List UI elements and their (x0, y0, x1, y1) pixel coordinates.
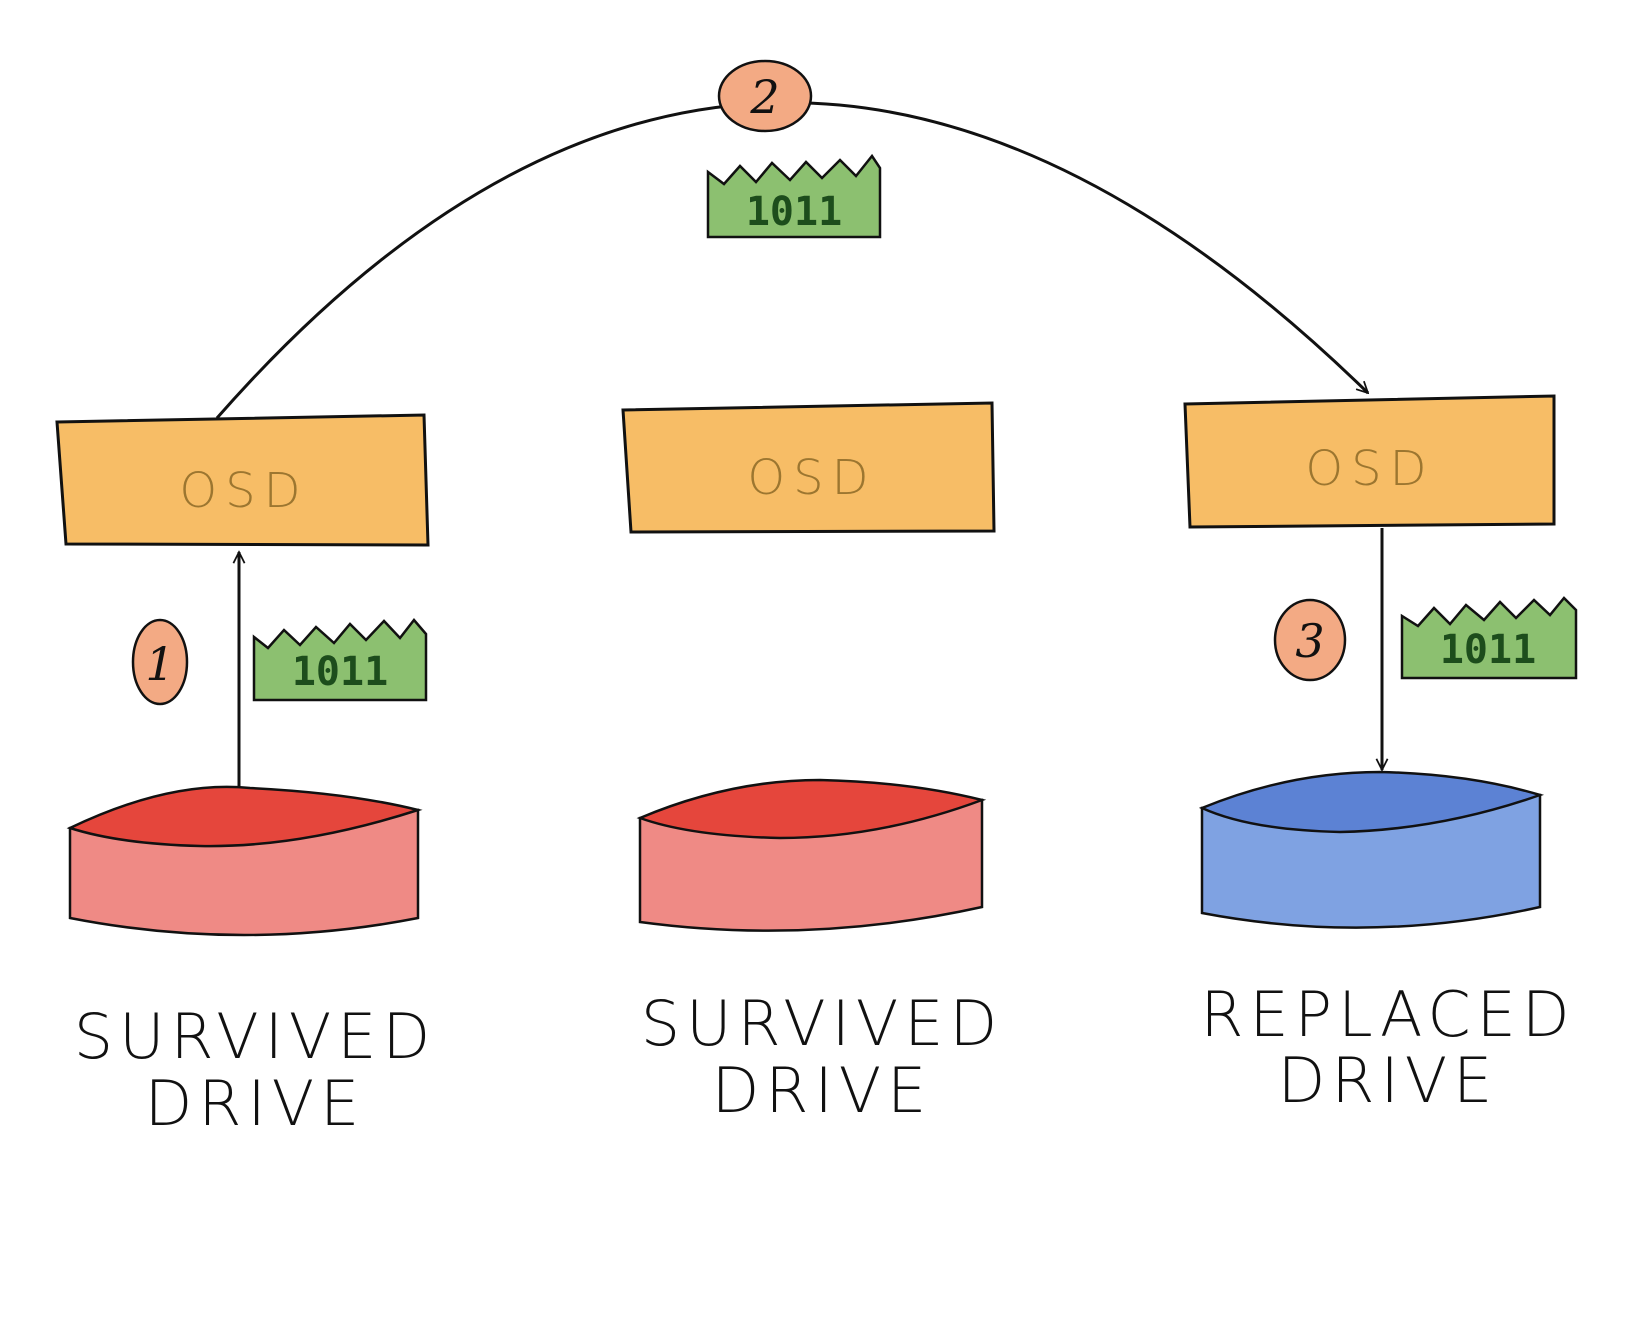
data-chunk-step-3-shape (1400, 596, 1578, 680)
data-chunk-step-3-label: 1011 (1440, 627, 1536, 673)
step-badge-1-circle (131, 618, 189, 706)
data-chunk-step-3: 1011 (1400, 596, 1578, 680)
step-badge-1-number: 1 (145, 637, 174, 691)
step-badge-2-circle (717, 59, 813, 133)
drive-2-top (636, 778, 987, 840)
osd-box-2-shape (621, 401, 996, 534)
drive-2-label-line1: SURVIVED (641, 987, 1003, 1060)
osd-box-2: OSD (621, 401, 996, 534)
drive-3 (1198, 770, 1545, 929)
osd-box-1-shape (55, 413, 430, 547)
drive-1-label-line1: SURVIVED (74, 1000, 436, 1073)
step-badge-2-number: 2 (749, 70, 779, 124)
step-badge-1: 1 (131, 618, 189, 706)
osd-box-1-label: OSD (179, 463, 308, 519)
drive-3-top (1198, 770, 1545, 834)
step-badge-2: 2 (717, 59, 813, 133)
drive-1-label-line2: DRIVE (145, 1067, 366, 1140)
data-chunk-step-2-shape (706, 153, 882, 239)
arrow-step-2 (215, 101, 1368, 419)
drive-1 (66, 785, 423, 937)
osd-box-3: OSD (1183, 394, 1556, 529)
data-chunk-step-1: 1011 (252, 618, 428, 702)
osd-box-3-shape (1183, 394, 1556, 529)
osd-box-1: OSD (55, 413, 430, 547)
drive-2 (636, 778, 987, 932)
data-chunk-step-2-label: 1011 (746, 189, 842, 235)
drive-1-top (66, 785, 423, 848)
step-badge-3: 3 (1273, 598, 1347, 682)
drive-2-label-line2: DRIVE (712, 1054, 933, 1127)
drive-3-label-line1: REPLACED (1200, 978, 1575, 1051)
data-chunk-step-1-shape (252, 618, 428, 702)
step-badge-3-number: 3 (1295, 614, 1324, 668)
osd-box-2-label: OSD (747, 450, 876, 506)
data-chunk-step-1-label: 1011 (292, 649, 388, 695)
osd-box-3-label: OSD (1305, 441, 1434, 497)
data-chunk-step-2: 1011 (706, 153, 882, 239)
drive-3-label-line2: DRIVE (1278, 1044, 1499, 1117)
step-badge-3-circle (1273, 598, 1347, 682)
